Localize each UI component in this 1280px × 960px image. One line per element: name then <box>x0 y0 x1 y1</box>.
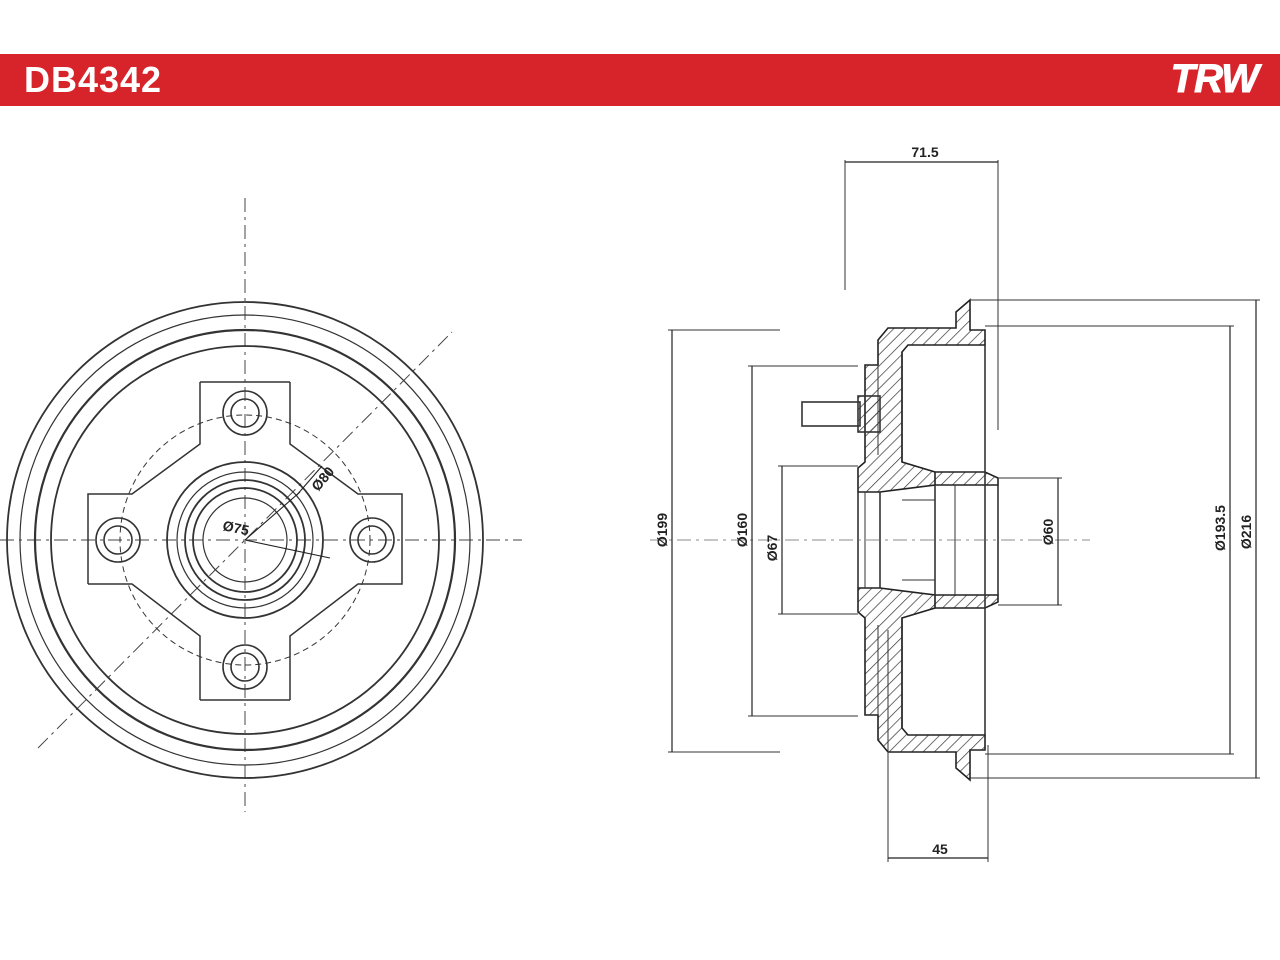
dim-width-71-5: 71.5 <box>911 144 938 160</box>
front-dimension-lines <box>244 465 331 559</box>
dim-width-45: 45 <box>932 841 948 857</box>
dim-diameter-160: Ø160 <box>734 513 750 547</box>
stud-holes <box>95 390 395 690</box>
dim-diameter-80: Ø80 <box>308 463 337 494</box>
hub-ribs <box>87 381 403 701</box>
side-view: 71.5 45 Ø199 Ø160 Ø67 Ø60 Ø193.5 Ø216 <box>650 144 1260 862</box>
front-view: Ø80 Ø75 <box>0 198 522 812</box>
bolt-circle <box>119 414 371 666</box>
front-center-lines <box>0 198 522 812</box>
hub-bore <box>166 461 324 619</box>
drum-rings <box>6 301 484 779</box>
stud-hole <box>95 517 141 563</box>
drum-section-lower <box>857 587 999 782</box>
stud-hole <box>349 517 395 563</box>
trw-logo: TRW <box>1170 57 1259 102</box>
dim-diameter-199: Ø199 <box>654 513 670 547</box>
dim-diameter-60: Ø60 <box>1040 519 1056 546</box>
stud-hole <box>222 390 268 436</box>
part-number: DB4342 <box>24 59 163 100</box>
dim-diameter-216: Ø216 <box>1238 515 1254 549</box>
dim-diameter-193-5: Ø193.5 <box>1212 505 1228 551</box>
header-bar: DB4342 TRW <box>0 54 1280 106</box>
extension-lines <box>668 160 1260 862</box>
dim-diameter-67: Ø67 <box>764 535 780 562</box>
wheel-stud <box>801 395 881 433</box>
drum-outline <box>857 345 999 735</box>
dim-diameter-75: Ø75 <box>221 517 250 538</box>
stud-hole <box>222 644 268 690</box>
dimension-lines <box>671 161 1257 859</box>
